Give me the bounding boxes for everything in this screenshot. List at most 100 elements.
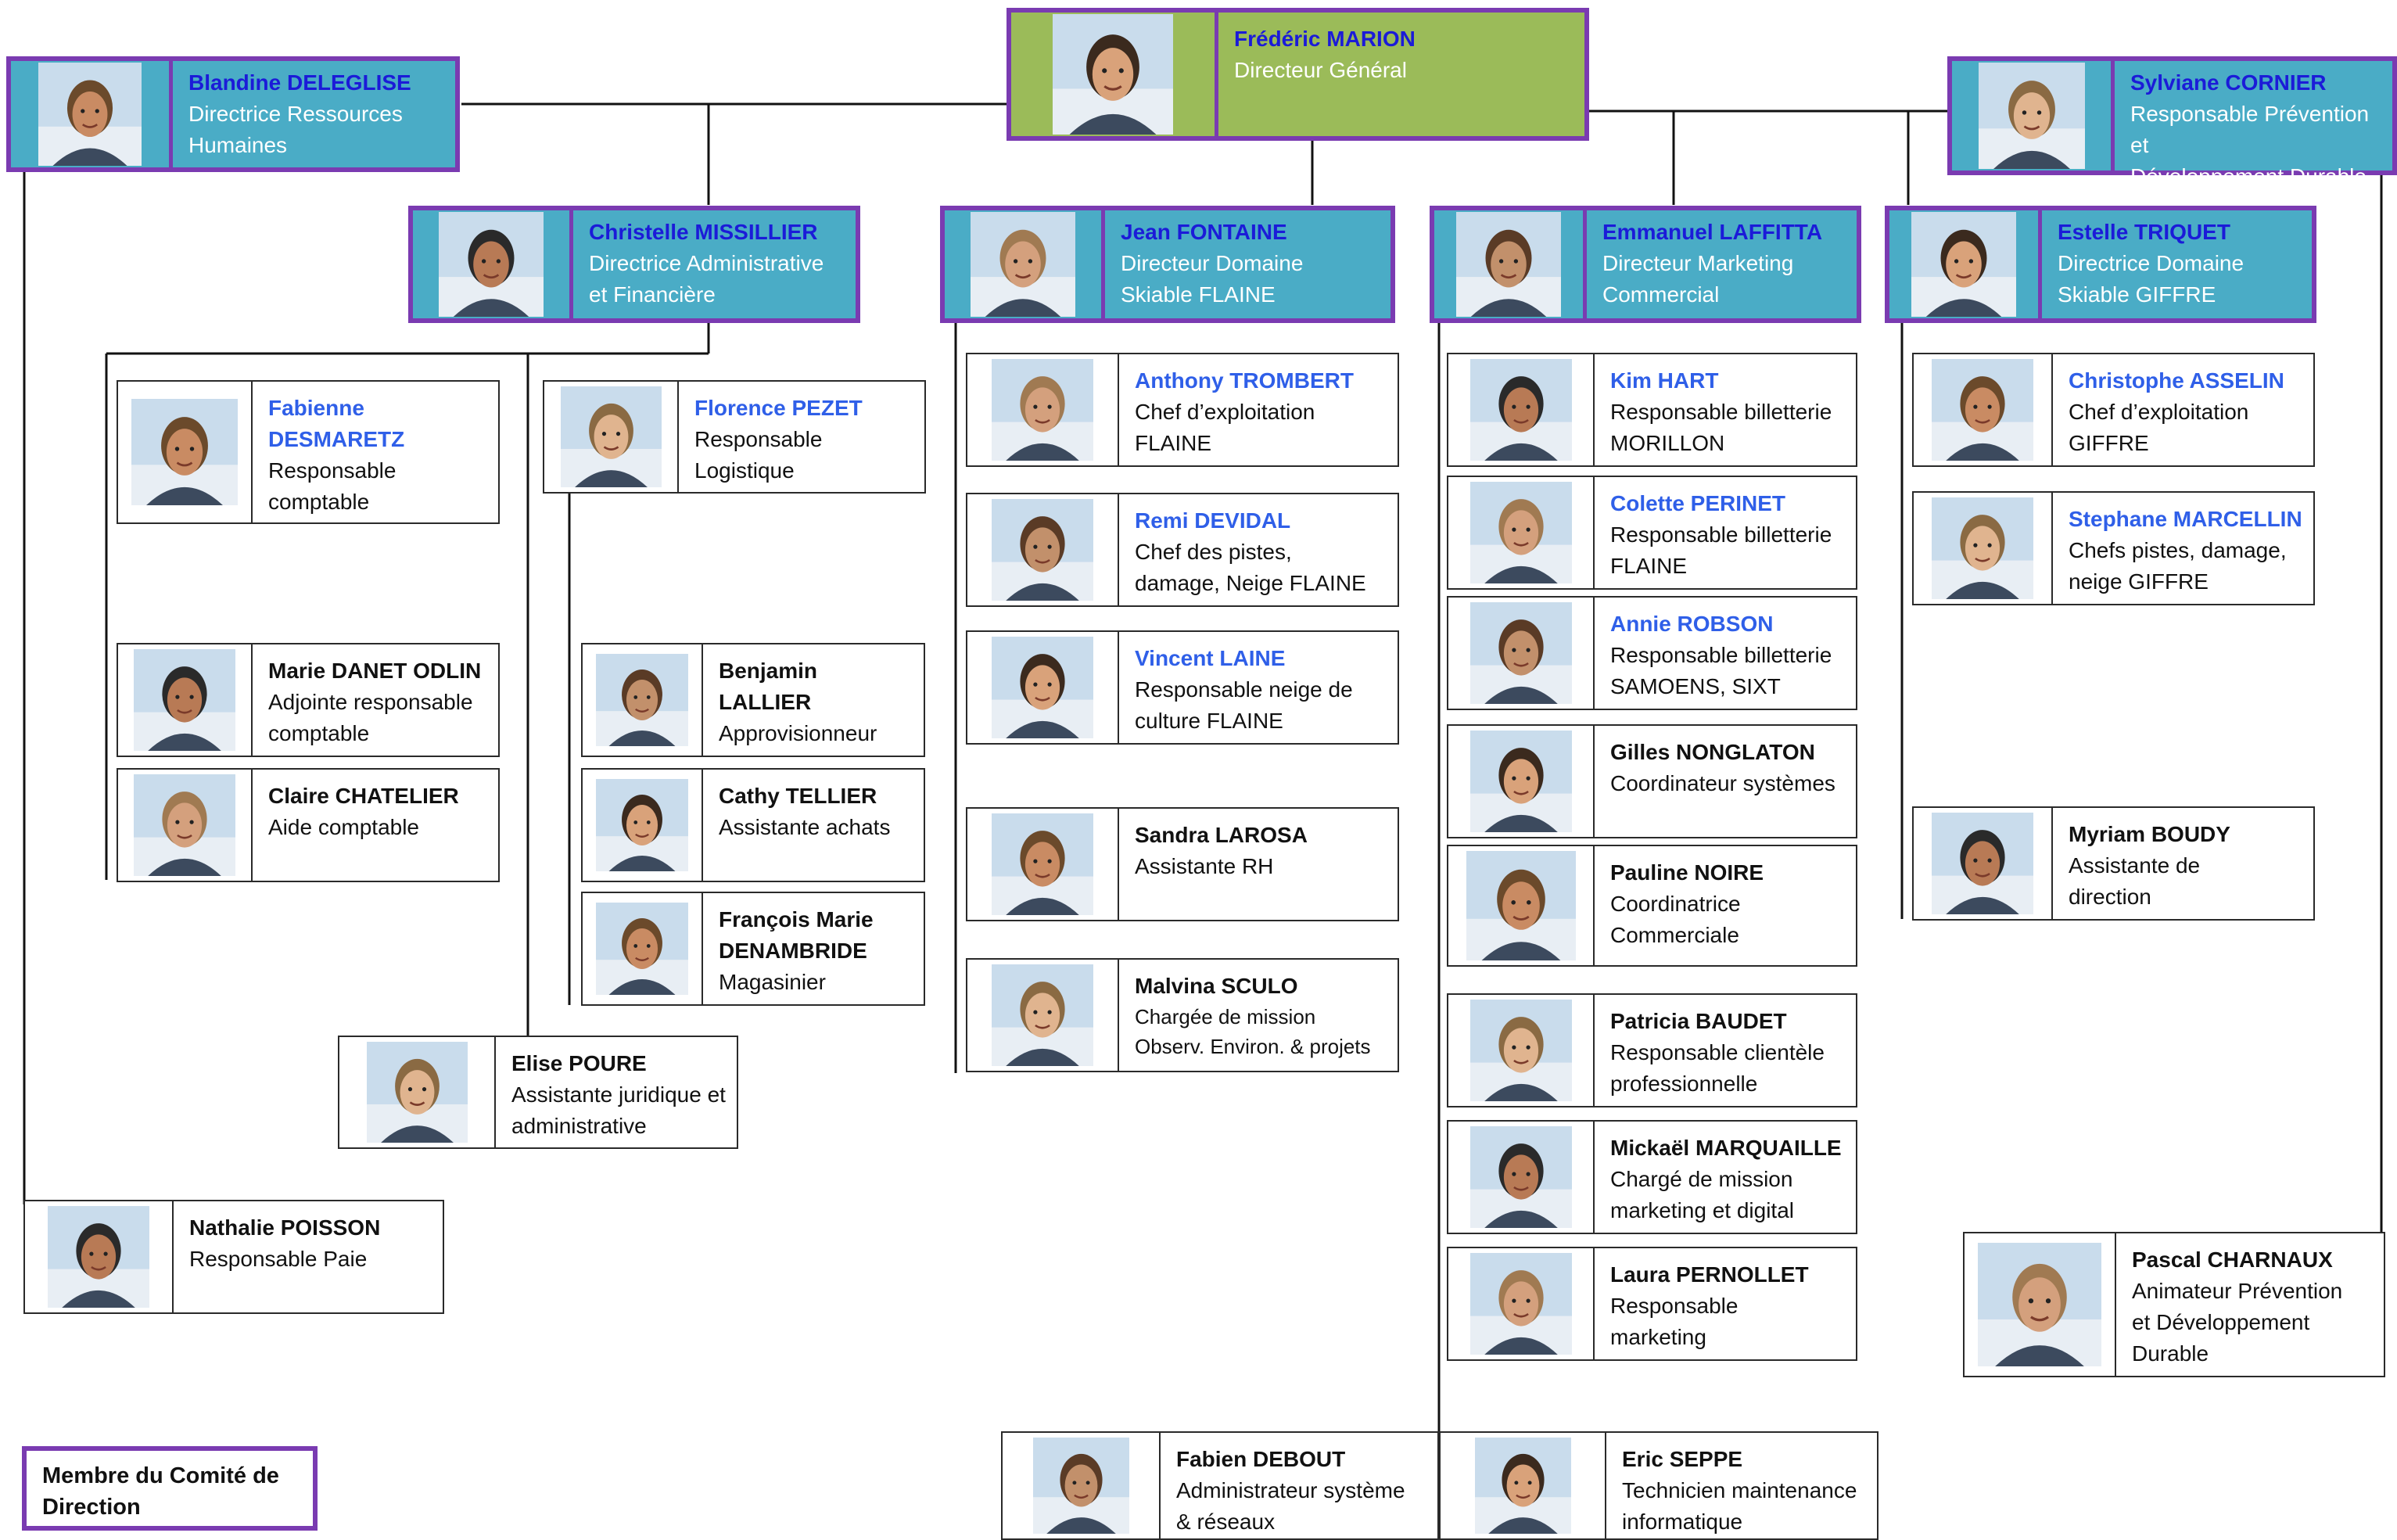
person-text: Malvina SCULO Chargée de mission Observ. …	[1119, 960, 1398, 1071]
person-role: Responsable neige de culture FLAINE	[1135, 677, 1353, 733]
person-role: Responsable Paie	[189, 1247, 368, 1271]
person-text: Annie ROBSON Responsable billetterie SAMO…	[1595, 598, 1856, 709]
person-photo-icon	[1003, 1433, 1161, 1538]
person-role: Approvisionneur	[719, 721, 877, 745]
person-card-laffitta: Emmanuel LAFFITTA Directeur Marketing Com…	[1430, 206, 1861, 323]
person-photo-icon	[1448, 995, 1595, 1106]
person-card-nonglaton: Gilles NONGLATON Coordinateur systèmes	[1447, 724, 1857, 838]
person-photo-icon	[25, 1201, 174, 1312]
person-name: Christophe ASSELIN	[2069, 368, 2284, 393]
person-text: Colette PERINET Responsable billetterie F…	[1595, 477, 1856, 588]
person-photo-icon	[11, 61, 173, 167]
person-name: Emmanuel LAFFITTA	[1602, 220, 1823, 244]
person-name: Annie ROBSON	[1610, 612, 1774, 636]
person-role: Responsable clientèle professionnelle	[1610, 1040, 1825, 1096]
person-name: Gilles NONGLATON	[1610, 740, 1815, 764]
person-photo-icon	[339, 1037, 496, 1147]
person-photo-icon	[413, 210, 573, 318]
person-photo-icon	[1914, 354, 2053, 465]
legend-committee: Membre du Comité de Direction	[22, 1446, 318, 1531]
person-photo-icon	[1889, 210, 2042, 318]
person-name: Marie DANET ODLIN	[268, 659, 482, 683]
person-role: Chef des pistes, damage, Neige FLAINE	[1135, 540, 1366, 595]
person-role: Assistante de direction	[2069, 853, 2201, 909]
person-photo-icon	[967, 960, 1119, 1071]
person-photo-icon	[118, 644, 253, 756]
person-text: Blandine DELEGLISE Directrice Ressources …	[173, 61, 455, 167]
person-photo-icon	[967, 354, 1119, 465]
person-text: Marie DANET ODLIN Adjointe responsable co…	[253, 644, 498, 756]
person-name: Cathy TELLIER	[719, 784, 877, 808]
person-role: Directrice Ressources Humaines	[188, 102, 403, 157]
person-role: Directeur Domaine Skiable FLAINE	[1121, 251, 1304, 307]
person-photo-icon	[1448, 477, 1595, 588]
person-photo-icon	[1914, 493, 2053, 604]
person-name: Blandine DELEGLISE	[188, 70, 411, 95]
person-name: Mickaël MARQUAILLE	[1610, 1136, 1842, 1160]
person-role: Responsable billetterie SAMOENS, SIXT	[1610, 643, 1832, 698]
person-name: Colette PERINET	[1610, 491, 1786, 515]
person-card-robson: Annie ROBSON Responsable billetterie SAMO…	[1447, 596, 1857, 710]
person-role: Assistante juridique et administrative	[511, 1082, 726, 1138]
person-name: Christelle MISSILLIER	[589, 220, 818, 244]
person-name: Kim HART	[1610, 368, 1719, 393]
person-role: Directeur Général	[1234, 58, 1407, 82]
person-name: Fabien DEBOUT	[1176, 1447, 1346, 1471]
person-name: Laura PERNOLLET	[1610, 1262, 1809, 1287]
person-name: Stephane MARCELLIN	[2069, 507, 2302, 531]
person-photo-icon	[967, 632, 1119, 743]
person-name: François Marie DENAMBRIDE	[719, 907, 874, 963]
person-photo-icon	[583, 770, 703, 881]
person-card-boudy: Myriam BOUDY Assistante de direction	[1912, 806, 2315, 921]
person-name: Estelle TRIQUET	[2058, 220, 2230, 244]
person-name: Pascal CHARNAUX	[2132, 1247, 2333, 1272]
person-photo-icon	[1448, 1122, 1595, 1233]
person-role: Adjointe responsable comptable	[268, 690, 473, 745]
person-name: Malvina SCULO	[1135, 974, 1298, 998]
person-card-deleglise: Blandine DELEGLISE Directrice Ressources …	[6, 56, 460, 172]
person-photo-icon	[1952, 61, 2115, 171]
person-role: Responsable billetterie FLAINE	[1610, 522, 1832, 578]
person-role: Coordinateur systèmes	[1610, 771, 1835, 795]
person-name: Florence PEZET	[694, 396, 863, 420]
person-name: Sandra LAROSA	[1135, 823, 1308, 847]
person-photo-icon	[583, 893, 703, 1004]
person-text: Myriam BOUDY Assistante de direction	[2053, 808, 2313, 919]
person-photo-icon	[1448, 726, 1595, 837]
person-role: Chargée de mission Observ. Environ. & pr…	[1135, 1005, 1371, 1058]
person-role: Aide comptable	[268, 815, 420, 839]
person-role: Directeur Marketing Commercial	[1602, 251, 1794, 307]
person-name: Benjamin LALLIER	[719, 659, 818, 714]
person-photo-icon	[1965, 1233, 2116, 1376]
person-card-danet: Marie DANET ODLIN Adjointe responsable co…	[117, 643, 500, 757]
person-card-lallier: Benjamin LALLIER Approvisionneur	[581, 643, 925, 757]
person-name: Myriam BOUDY	[2069, 822, 2230, 846]
